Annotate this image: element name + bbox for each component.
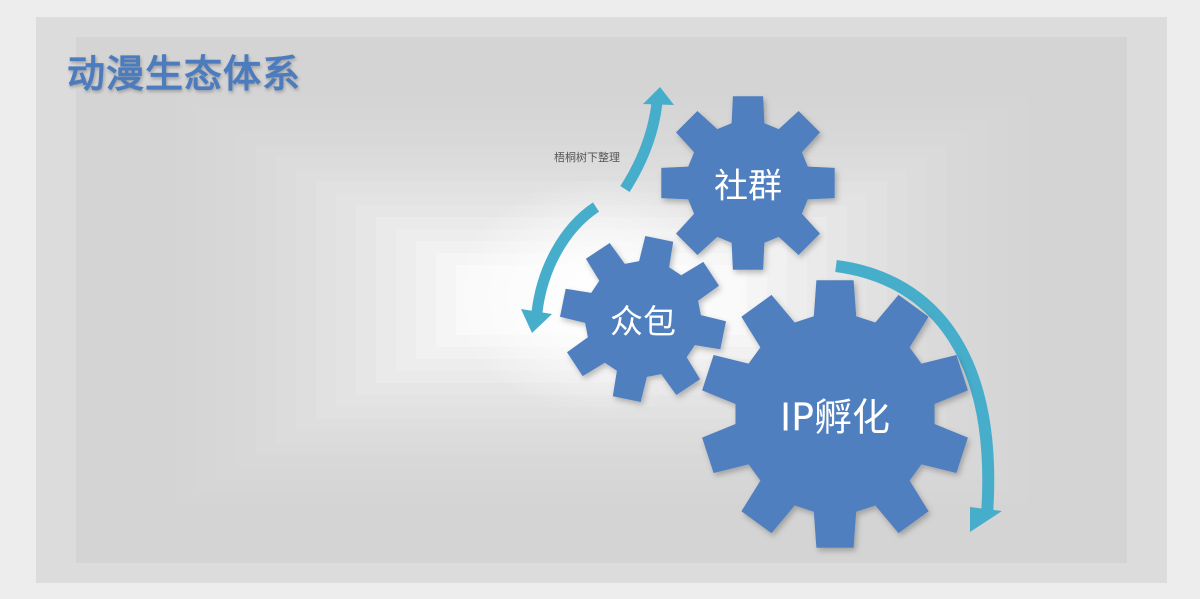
gear-ip-incubation [702,280,968,548]
gear-label-community: 社群 [714,166,782,207]
cycle-arrow-right [835,260,1002,532]
gear-label-ip-incubation: IP孵化 [779,395,891,440]
slide-canvas: 动漫生态体系 梧桐树下整理 社群 众包 IP孵化 [36,17,1167,583]
cycle-arrow-top [620,87,674,192]
gear-community [661,96,835,270]
gear-top-shape [661,96,835,270]
page-title: 动漫生态体系 [67,52,302,96]
credit-text: 梧桐树下整理 [554,151,620,164]
gear-diagram [521,87,1002,548]
gear-big-shape [702,280,968,548]
cycle-arrow-left [521,202,600,333]
gear-crowdsourcing [560,236,726,402]
gear-left-shape [560,236,726,402]
gear-label-crowdsourcing: 众包 [610,302,676,341]
